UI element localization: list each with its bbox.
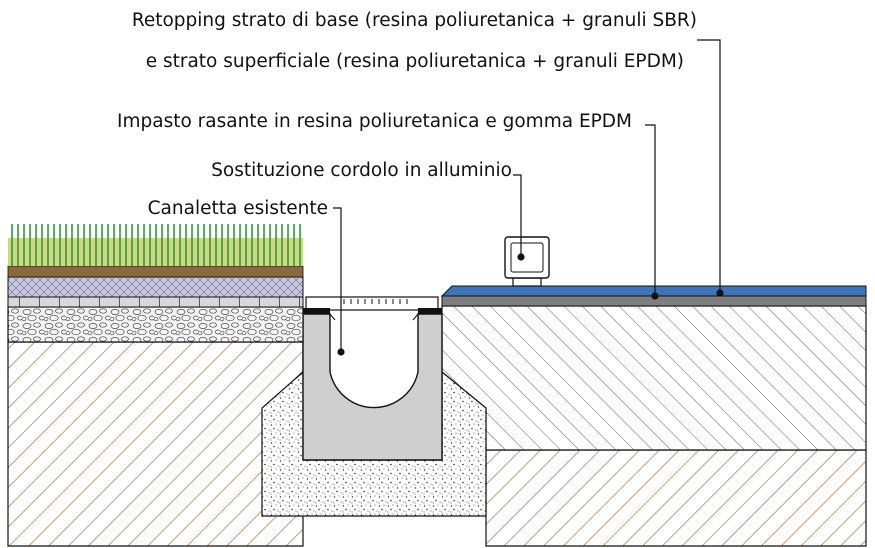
- leader-cordolo: [513, 174, 522, 257]
- channel-body: [302, 313, 443, 461]
- label-impasto: Impasto rasante in resina poliuretanica …: [117, 111, 632, 132]
- paver-layer: [7, 296, 304, 308]
- curb-base: [512, 277, 542, 287]
- gravel-layer: [7, 306, 304, 343]
- channel-inner-lines: [329, 313, 419, 321]
- dot-impasto: [651, 292, 659, 300]
- leader-retopping: [697, 39, 721, 293]
- label-cordolo: Sostituzione cordolo in alluminio: [211, 160, 512, 181]
- soil-left: [7, 341, 304, 547]
- grate-frame-right: [418, 308, 442, 314]
- dot-retopping: [716, 289, 724, 297]
- curb-inner: [510, 242, 544, 273]
- label-retopping-line1: Retopping strato di base (resina poliure…: [131, 10, 697, 31]
- dot-canaletta: [337, 348, 345, 356]
- grass-blades: [11, 224, 301, 266]
- leader-impasto: [645, 124, 656, 296]
- grate-slots: [343, 299, 408, 304]
- leader-dots: [337, 253, 724, 356]
- dot-cordolo: [517, 253, 525, 261]
- subbase-right: [441, 305, 867, 451]
- label-canaletta: Canaletta esistente: [147, 198, 328, 219]
- curb-body: [504, 236, 550, 279]
- label-retopping-line2: e strato superficiale (resina poliuretan…: [145, 51, 684, 72]
- mesh-layer: [7, 276, 304, 298]
- leader-canaletta: [333, 207, 342, 352]
- epdm-top-layer: [440, 285, 867, 297]
- grate-frame-left: [303, 308, 330, 314]
- soil-right: [485, 449, 867, 547]
- leader-lines: [333, 39, 721, 352]
- brown-layer: [7, 265, 304, 278]
